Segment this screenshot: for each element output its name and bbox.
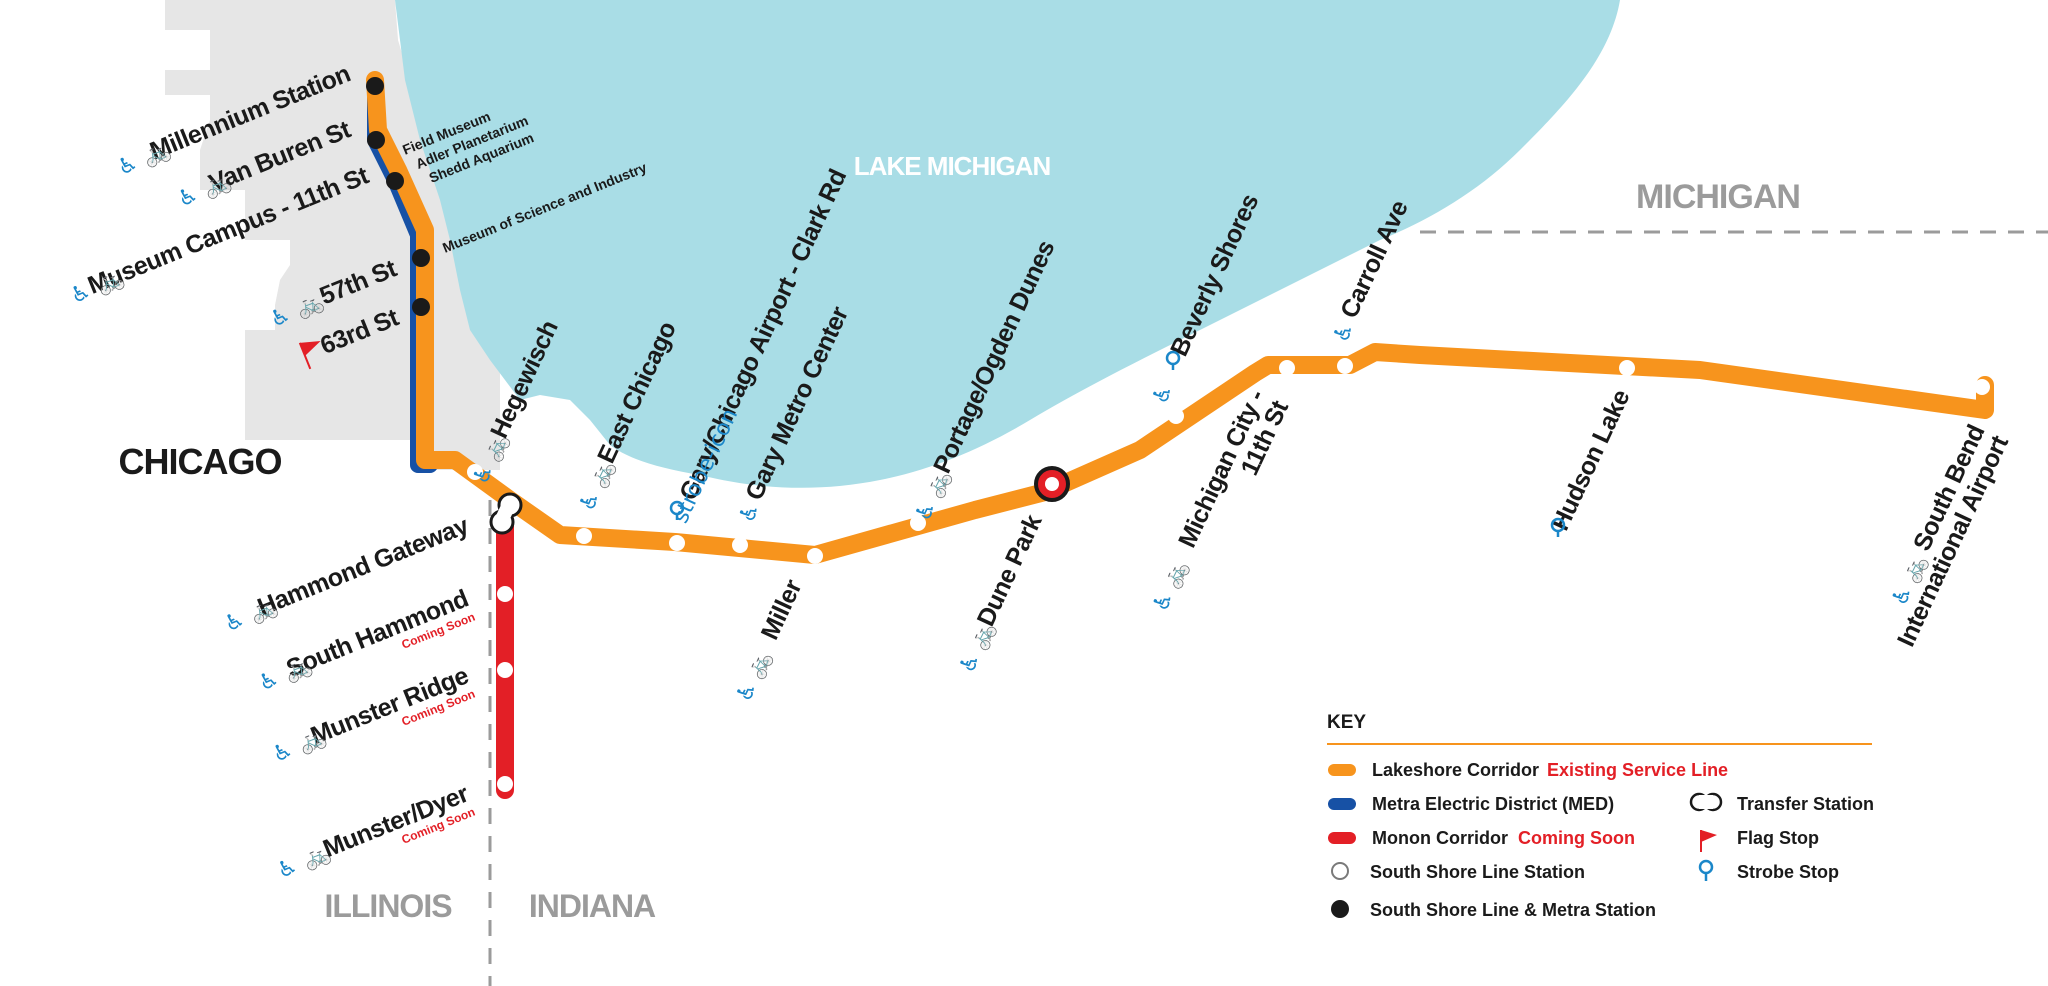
station-dot-south-hammond[interactable]: [497, 586, 513, 602]
station-dot-munster-dyer[interactable]: [497, 776, 513, 792]
metra-stations: [366, 77, 430, 316]
svg-text:Miller: Miller: [756, 575, 808, 644]
bike-icon: 🚲: [743, 647, 777, 682]
legend-monon: Monon Corridor: [1372, 828, 1508, 848]
legend-strobe: Strobe Stop: [1737, 862, 1839, 882]
station-dot-gary-metro[interactable]: [732, 537, 748, 553]
accessible-icon: ♿: [1329, 318, 1360, 346]
legend-ssl-metra: South Shore Line & Metra Station: [1370, 900, 1656, 920]
legend-flag-icon: [1700, 830, 1717, 852]
station-dot-miller[interactable]: [807, 548, 823, 564]
station-dot-michigan-city[interactable]: [1279, 360, 1295, 376]
station-dot-gary-airport[interactable]: [669, 535, 685, 551]
accessible-icon: ♿: [1148, 587, 1179, 615]
svg-text:Dune Park: Dune Park: [972, 510, 1048, 630]
legend-flag: Flag Stop: [1737, 828, 1819, 848]
label-munster-dyer: Munster/Dyer Coming Soon ♿ 🚲: [274, 779, 478, 885]
transfer-station-hammond-gateway[interactable]: [489, 492, 523, 535]
legend-ssl-metra-icon: [1331, 900, 1349, 918]
station-dot-57th[interactable]: [412, 249, 430, 267]
accessible-icon: ♿: [221, 607, 249, 638]
bike-icon: 🚲: [1159, 557, 1193, 592]
station-dot-63rd[interactable]: [412, 298, 430, 316]
accessible-icon: ♿: [114, 150, 142, 181]
accessible-icon: ♿: [274, 854, 302, 885]
strobe-icon: [669, 350, 1566, 537]
legend-monon-status: Coming Soon: [1518, 828, 1635, 848]
station-dot-museum-campus[interactable]: [386, 172, 404, 190]
label-miller: Miller ♿ 🚲: [732, 575, 808, 706]
station-dot-van-buren[interactable]: [367, 131, 385, 149]
chicago-label: CHICAGO: [119, 441, 282, 482]
legend-transfer-icon: [1689, 792, 1723, 812]
flag-icon: [298, 340, 321, 370]
legend-title: KEY: [1327, 712, 1366, 733]
legend-lakeshore: Lakeshore Corridor: [1372, 760, 1539, 780]
station-dot-hegewisch[interactable]: [467, 464, 483, 480]
legend-ssl-station-icon: [1331, 862, 1349, 880]
legend-transfer: Transfer Station: [1737, 794, 1874, 814]
label-michigan-city: Michigan City - 11th St ♿ 🚲: [1148, 386, 1294, 616]
station-dot-munster-ridge[interactable]: [497, 662, 513, 678]
station-dot-carroll[interactable]: [1337, 358, 1353, 374]
ssl-stations: [467, 358, 1990, 792]
station-dot-millennium[interactable]: [366, 77, 384, 95]
accessible-icon: ♿: [269, 738, 297, 769]
label-hudson: Hudson Lake: [1546, 385, 1636, 535]
lake-michigan-label: LAKE MICHIGAN: [854, 151, 1051, 181]
accessible-icon: ♿: [575, 487, 606, 515]
legend-lakeshore-status: Existing Service Line: [1547, 760, 1728, 780]
legend-med: Metra Electric District (MED): [1372, 794, 1614, 814]
accessible-icon: ♿: [174, 182, 202, 213]
michigan-label: MICHIGAN: [1636, 178, 1800, 216]
lake-michigan: [395, 0, 1620, 488]
accessible-icon: ♿: [1148, 380, 1179, 408]
legend-strobe-icon: [1698, 859, 1714, 881]
station-dot-south-bend[interactable]: [1974, 379, 1990, 395]
label-south-bend: South Bend International Airport ♿ 🚲: [1887, 421, 2014, 651]
station-dot-east-chicago[interactable]: [576, 528, 592, 544]
indiana-label: INDIANA: [529, 888, 656, 924]
accessible-icon: ♿: [255, 666, 283, 697]
station-dot-portage[interactable]: [910, 515, 926, 531]
station-dot-beverly[interactable]: [1168, 408, 1184, 424]
legend-ssl-station: South Shore Line Station: [1370, 862, 1585, 882]
station-dot-hudson[interactable]: [1619, 360, 1635, 376]
dune-park-inner: [1045, 477, 1059, 491]
svg-text:Hudson Lake: Hudson Lake: [1546, 385, 1636, 535]
accessible-icon: ♿: [732, 678, 763, 706]
illinois-label: ILLINOIS: [324, 888, 452, 924]
legend: KEY Lakeshore Corridor Existing Service …: [1327, 712, 1874, 920]
accessible-icon: ♿: [955, 649, 986, 677]
label-dune-park: Dune Park ♿ 🚲: [955, 510, 1048, 677]
